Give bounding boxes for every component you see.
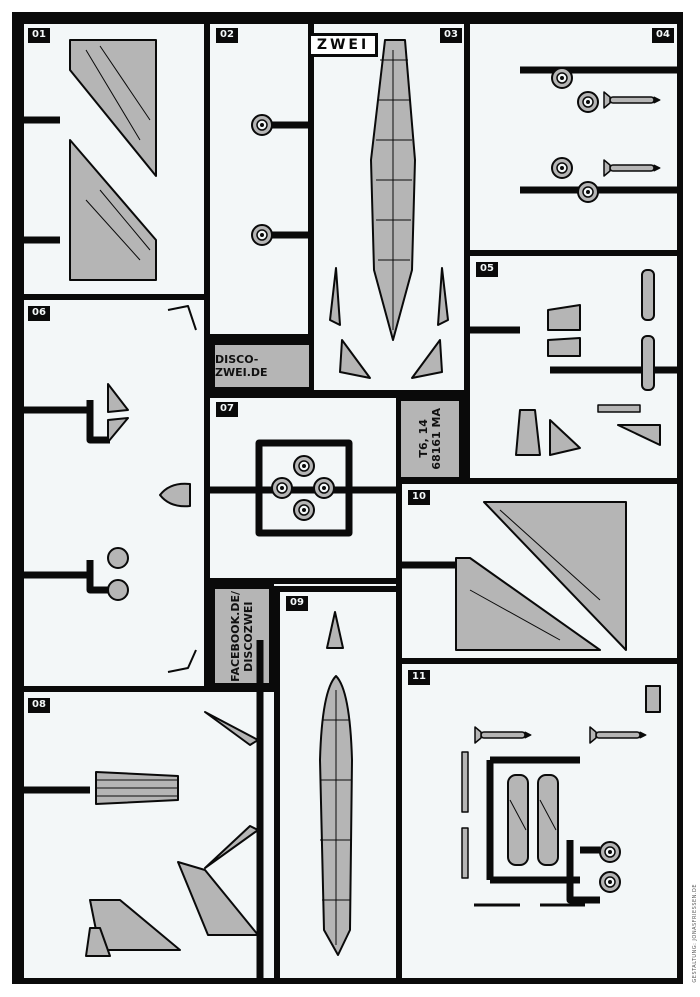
cell-number-03: 03 xyxy=(440,28,462,43)
cell-number-04: 04 xyxy=(652,28,674,43)
cell-number-06: 06 xyxy=(28,306,50,321)
cell-number-09: 09 xyxy=(286,596,308,611)
cell-02 xyxy=(204,18,314,340)
designer-credit: GESTALTUNG: JONASFRIESSEN.DE xyxy=(692,884,698,983)
cell-number-05: 05 xyxy=(476,262,498,277)
cell-number-01: 01 xyxy=(28,28,50,43)
zwei-logo: ZWEI xyxy=(308,33,378,57)
website-tab: DISCO-ZWEI.DE xyxy=(210,340,314,392)
cell-number-08: 08 xyxy=(28,698,50,713)
cell-number-07: 07 xyxy=(216,402,238,417)
cell-number-11: 11 xyxy=(408,670,430,685)
address-tab: T6, 14 68161 MA xyxy=(396,396,464,482)
cell-number-10: 10 xyxy=(408,490,430,505)
cell-number-02: 02 xyxy=(216,28,238,43)
website-text: DISCO-ZWEI.DE xyxy=(215,353,268,379)
